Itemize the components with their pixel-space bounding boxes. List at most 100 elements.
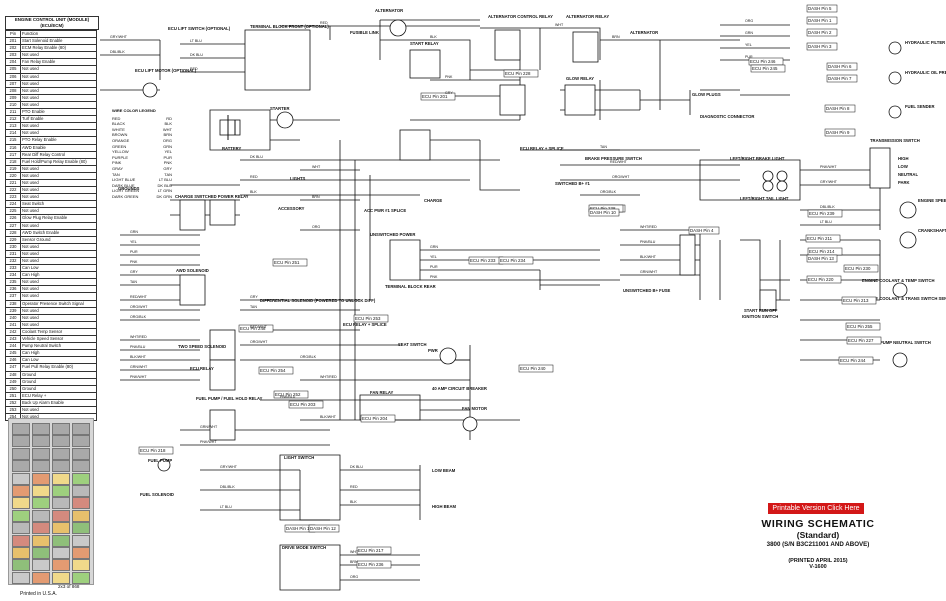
wire-color-label: PNK/WHT xyxy=(200,440,217,444)
dash-pin-tag: DASH Pin 1 xyxy=(806,16,838,25)
wire-color-label: PNK xyxy=(130,260,138,264)
ecu-pin-function: Coolant Temp Sensor xyxy=(20,327,97,337)
dash-pin-tag: DASH Pin 7 xyxy=(826,74,858,83)
fuse-cell xyxy=(32,460,50,473)
component-label-terminal-block: TERMINAL BLOCK FRONT (OPTIONAL) xyxy=(250,24,329,29)
wire-color-label: YEL xyxy=(745,43,752,47)
wire-color-label: BRN xyxy=(312,195,320,199)
fuse-cell xyxy=(52,472,70,485)
fuse-cell xyxy=(12,460,30,473)
svg-text:ECU Pin 213: ECU Pin 213 xyxy=(843,298,869,303)
wire-color-label: PUR xyxy=(430,265,438,269)
wire-color-label: GRY/WHT xyxy=(820,180,838,184)
dash-pin-tag: DASH Pin 3 xyxy=(806,42,838,51)
hyd-oil-symbol xyxy=(888,71,902,85)
wire-color-label: RED/WHT xyxy=(130,295,148,299)
component-label-acc-pwr-splice: ACC PWR #1 SPLICE xyxy=(364,208,406,213)
brake-light-left xyxy=(762,170,774,182)
dash-pin-tag: DASH Pin 13 xyxy=(806,254,838,263)
svg-text:DASH Pin 12: DASH Pin 12 xyxy=(310,526,336,531)
svg-text:ECU Pin 244: ECU Pin 244 xyxy=(840,358,866,363)
ecu-pin-tag: ECU Pin 220 xyxy=(806,275,842,284)
ecu-pin-tag: ECU Pin 234 xyxy=(498,256,534,265)
fuse-cell xyxy=(52,485,70,497)
wire-color-label: BLK/WHT xyxy=(130,355,147,359)
component-label-glow-relay: GLOW RELAY xyxy=(566,76,594,81)
ecu-pin-tag: ECU Pin 214 xyxy=(807,247,843,256)
component-label-start-run-off: START RUN OFF xyxy=(744,308,778,313)
wire-color-label: WHT xyxy=(555,23,564,27)
schematic-title: WIRING SCHEMATIC xyxy=(761,518,875,530)
fuse-cell xyxy=(52,497,70,510)
fuse-cell xyxy=(72,497,90,510)
wire-color-label: LT BLU xyxy=(190,39,202,43)
ecu-pin-function: Fuel Pull Relay Enable (80) xyxy=(20,363,97,372)
ecu-pin-function: Operator Presence Switch Signal xyxy=(20,299,97,308)
component-label-crank-pos: CRANKSHAFT POSITION SENSOR xyxy=(918,228,946,233)
ecu-pin-function: Start Solenoid Enable xyxy=(20,37,97,46)
wire-color-label: BLK xyxy=(350,500,357,504)
svg-text:DASH Pin 3: DASH Pin 3 xyxy=(808,44,832,49)
component-label-engine-coolant: ENGINE COOLANT & TEMP SWITCH xyxy=(862,278,935,283)
wire-color-label: PUR xyxy=(745,55,753,59)
tail-light-right xyxy=(776,180,788,192)
wire-color-label: GRY xyxy=(130,270,138,274)
ecu-pin-function: Vehicle Speed Sensor xyxy=(20,335,97,344)
fuse-cell xyxy=(32,497,50,510)
wire-color-label: GRN/WHT xyxy=(640,270,658,274)
component-label-fuel-pump: FUEL PUMP xyxy=(148,458,172,463)
document-code: V-1600 xyxy=(809,564,827,570)
fuse-cell xyxy=(12,423,30,435)
wire-color-label: TAN xyxy=(130,280,137,284)
fuse-cell xyxy=(52,447,70,460)
ecu-pin-function: Pump Neutral Switch xyxy=(20,342,97,351)
ecu-pin-tag: ECU Pin 213 xyxy=(841,296,877,305)
wire-color-label: ORG/BLK xyxy=(600,190,617,194)
engine-speed-sensor xyxy=(899,201,917,219)
fuse-cell xyxy=(12,472,30,485)
footer-printed-in: Printed in U.S.A. xyxy=(20,591,57,597)
fuse-cell xyxy=(72,571,90,584)
ecu-pin-function: AWD Switch Enable xyxy=(20,228,97,237)
dash-pin-tag: DASH Pin 6 xyxy=(826,62,858,71)
fuse-cell xyxy=(32,509,50,522)
wire-color-label: WHT/RED xyxy=(130,335,147,339)
fuse-cell xyxy=(12,522,30,535)
wire-color-label: TAN xyxy=(250,305,257,309)
component-label-fuel-pump-relay: FUEL PUMP / FUEL HOLD RELAY xyxy=(196,396,263,401)
ecu-pin-function: Not used xyxy=(20,242,97,251)
wire-color-label: DBL/BLK xyxy=(820,205,835,209)
printable-version-button[interactable]: Printable Version Click Here xyxy=(768,503,864,514)
wire-color-label: PNK/BLU xyxy=(280,395,296,399)
ecu-pin-function: Not used xyxy=(20,122,97,131)
component-label-seat-switch: SEAT SWITCH xyxy=(398,342,427,347)
component-label-charge-relay: CHARGE SWITCHED POWER RELAY xyxy=(175,194,249,199)
ecu-pin-function: Glow Plug Relay Enable xyxy=(20,214,97,223)
brake-light-right xyxy=(776,170,788,182)
ecu-pin-function: Not used xyxy=(20,186,97,195)
ecu-pin-function: Fuel Hold/Pump Relay Enable (80) xyxy=(20,157,97,166)
svg-text:ECU Pin 211: ECU Pin 211 xyxy=(807,236,833,241)
fuse-cell xyxy=(12,559,30,572)
ecu-pin-tag: ECU Pin 251 xyxy=(272,258,308,267)
ecu-pin-tag: ECU Pin 230 xyxy=(843,264,879,273)
wire-color-label: ORG/BLK xyxy=(130,315,147,319)
wire-color-label: BLK/WHT xyxy=(320,415,337,419)
fuse-cell xyxy=(72,485,90,497)
ecu-pin-tag: ECU Pin 204 xyxy=(360,414,396,423)
